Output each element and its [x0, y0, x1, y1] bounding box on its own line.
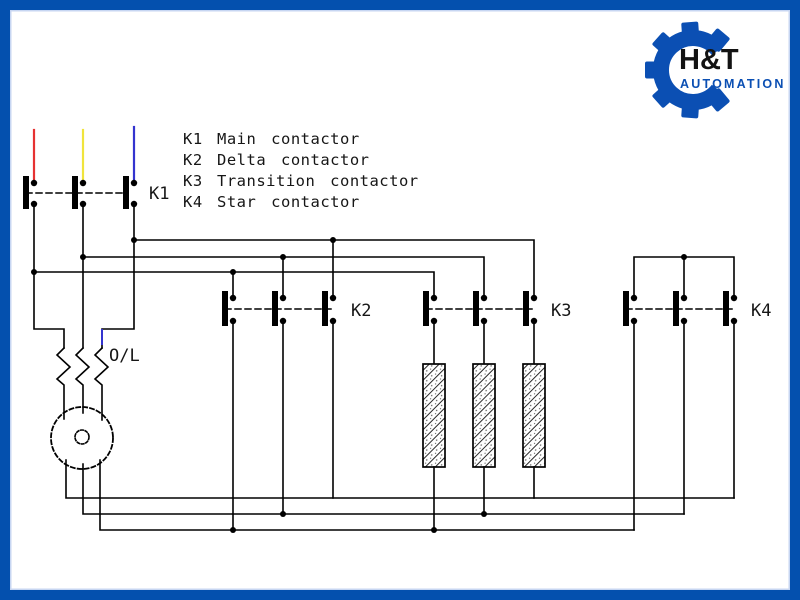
- k4-contactor-contacts: [623, 256, 738, 531]
- legend-item-k2: K2 Delta contactor: [183, 150, 419, 171]
- k2-contactor-contacts: [222, 291, 337, 531]
- legend-key: K3: [183, 172, 203, 190]
- resistor-3: [522, 363, 546, 468]
- motor-symbol: [50, 406, 114, 470]
- k4-label: K4: [751, 301, 771, 321]
- branch-line-l2: [82, 256, 485, 299]
- transition-resistors: [422, 363, 546, 531]
- motor-body: [50, 406, 114, 470]
- motor-shaft: [74, 429, 90, 445]
- k1-to-overload-wires: [33, 206, 135, 349]
- k1-label: K1: [149, 184, 169, 204]
- legend-item-k1: K1 Main contactor: [183, 129, 419, 150]
- junction-dots: [31, 237, 687, 533]
- overload-label: O/L: [109, 346, 140, 366]
- k4-contact-dots: [630, 294, 738, 325]
- brand-tagline: AUTOMATION: [680, 77, 786, 91]
- supply-branch-lines: [33, 239, 535, 299]
- legend-desc: Delta contactor: [217, 151, 370, 169]
- winding-bus-1: [65, 459, 735, 499]
- legend-key: K4: [183, 193, 203, 211]
- branch-line-l1: [33, 271, 435, 299]
- k2-label: K2: [351, 301, 371, 321]
- branch-line-l3: [133, 239, 535, 299]
- k1-contact-dots: [30, 179, 138, 208]
- legend-item-k3: K3 Transition contactor: [183, 171, 419, 192]
- winding-bus-2: [82, 463, 685, 515]
- overload-relay-heaters: [55, 346, 110, 421]
- brand-logo: H&T AUTOMATION: [645, 21, 786, 119]
- k3-label: K3: [551, 301, 571, 321]
- resistor-2: [472, 363, 496, 468]
- legend-desc: Transition contactor: [217, 172, 419, 190]
- legend-desc: Star contactor: [217, 193, 360, 211]
- k1-pole2-bar: [72, 176, 78, 209]
- legend-key: K1: [183, 130, 203, 148]
- three-phase-supply-wires: [32, 125, 136, 182]
- legend-key: K2: [183, 151, 203, 169]
- brand-name: H&T: [679, 44, 739, 76]
- legend-item-k4: K4 Star contactor: [183, 192, 419, 213]
- legend: K1 Main contactor K2 Delta contactor K3 …: [183, 129, 419, 213]
- winding-bus-3: [99, 459, 635, 531]
- k3-contactor-contacts: [423, 291, 538, 365]
- legend-desc: Main contactor: [217, 130, 360, 148]
- k1-contactor-contacts: [23, 176, 138, 209]
- gear-icon: [645, 21, 730, 119]
- resistor-1: [422, 363, 446, 468]
